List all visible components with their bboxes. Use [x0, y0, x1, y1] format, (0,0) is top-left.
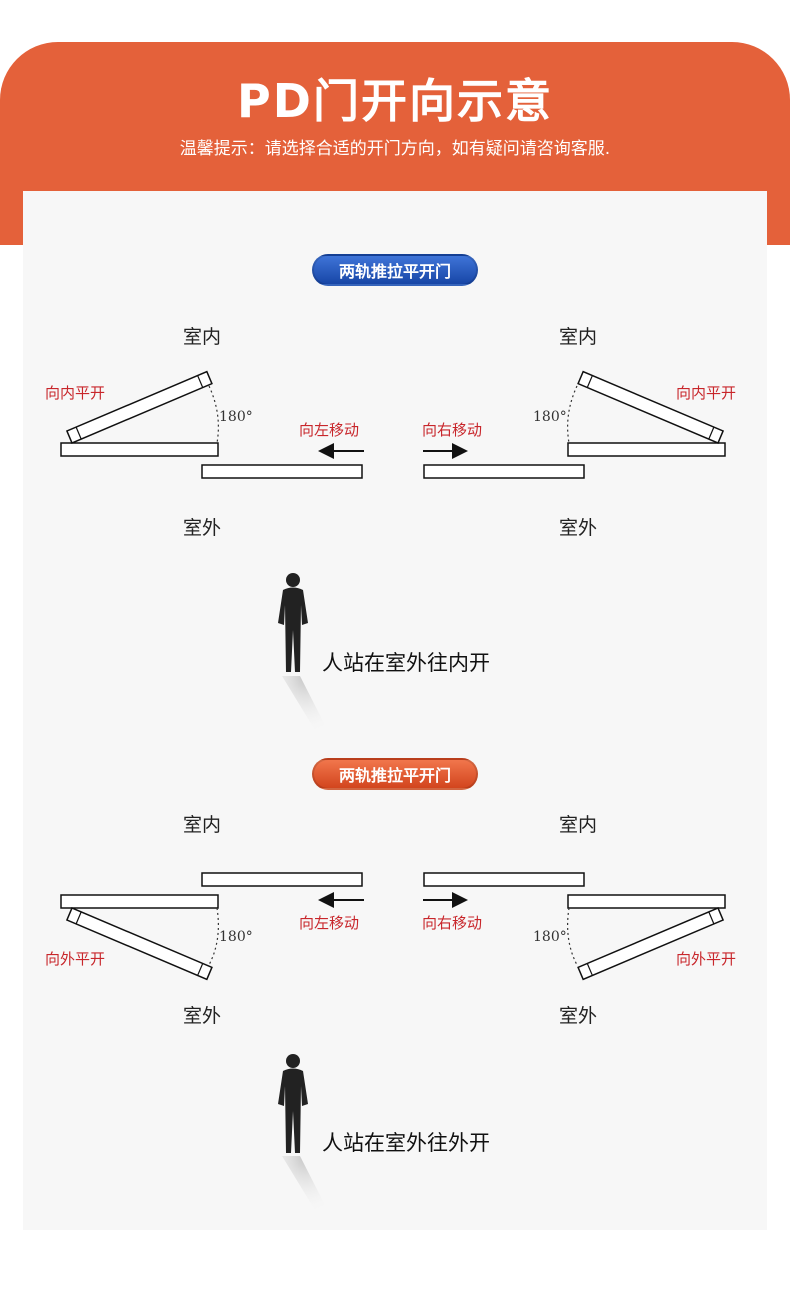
section1-badge: 两轨推拉平开门	[312, 254, 478, 286]
sliding-panel	[423, 872, 585, 887]
angle-label: 180°	[219, 929, 253, 945]
outdoor-label: 室外	[182, 517, 221, 539]
page-subtitle: 温馨提示：请选择合适的开门方向，如有疑问请咨询客服.	[179, 139, 611, 159]
swing-direction-label: 向内平开	[45, 384, 106, 402]
page-title: PD门开向示意	[237, 74, 553, 128]
person-silhouette-icon	[278, 573, 330, 735]
section1-left-door	[60, 370, 364, 479]
section1-right-door	[423, 370, 726, 479]
swing-direction-label: 向外平开	[676, 950, 737, 968]
content-panel	[23, 191, 767, 1230]
indoor-label: 室内	[558, 814, 597, 836]
swing-leaf	[577, 370, 725, 444]
swing-direction-label: 向内平开	[676, 384, 737, 402]
outdoor-label: 室外	[558, 1005, 597, 1027]
section2-badge: 两轨推拉平开门	[312, 758, 478, 790]
swing-arc	[567, 385, 578, 444]
swing-leaf	[577, 907, 725, 981]
swing-arc	[208, 907, 219, 966]
swing-leaf	[65, 907, 213, 981]
move-left-label: 向左移动	[299, 421, 360, 439]
fixed-panel	[60, 442, 219, 457]
move-right-label: 向右移动	[422, 421, 483, 439]
person-caption: 人站在室外往内开	[322, 651, 490, 675]
indoor-label: 室内	[182, 326, 221, 348]
section2-right-door	[423, 872, 726, 981]
move-left-label: 向左移动	[299, 914, 360, 932]
fixed-panel	[567, 894, 726, 909]
outdoor-label: 室外	[182, 1005, 221, 1027]
angle-label: 180°	[219, 409, 253, 425]
move-right-label: 向右移动	[422, 914, 483, 932]
sliding-panel	[201, 464, 363, 479]
indoor-label: 室内	[558, 326, 597, 348]
fixed-panel	[567, 442, 726, 457]
angle-label: 180°	[533, 409, 567, 425]
angle-label: 180°	[533, 929, 567, 945]
swing-direction-label: 向外平开	[45, 950, 106, 968]
section2-left-door	[60, 872, 364, 981]
swing-leaf	[65, 370, 213, 444]
indoor-label: 室内	[182, 814, 221, 836]
fixed-panel	[60, 894, 219, 909]
person-caption: 人站在室外往外开	[322, 1131, 490, 1155]
person-silhouette-icon	[278, 1054, 330, 1215]
swing-arc	[567, 907, 578, 966]
sliding-panel	[201, 872, 363, 887]
sliding-panel	[423, 464, 585, 479]
swing-arc	[208, 385, 219, 444]
outdoor-label: 室外	[558, 517, 597, 539]
